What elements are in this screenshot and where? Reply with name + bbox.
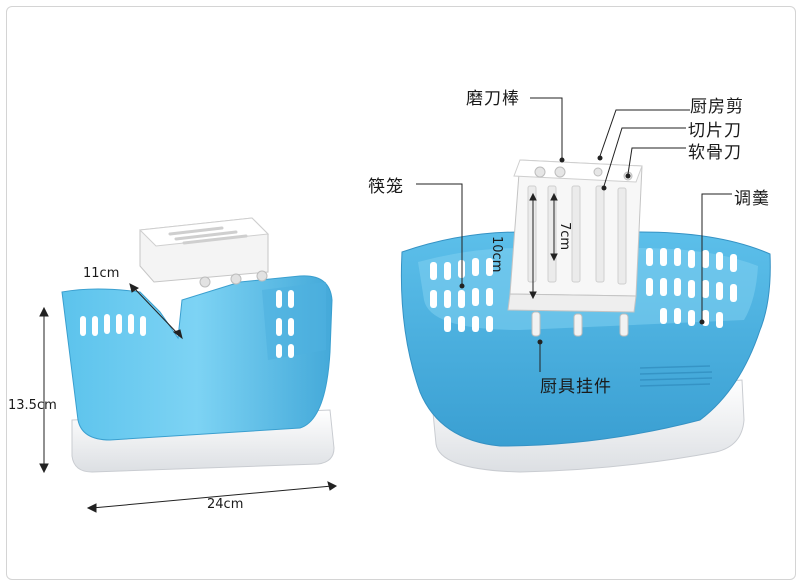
dimension-height: 13.5cm [8,398,57,413]
dimension-length: 24cm [207,497,244,512]
right-product [400,97,771,473]
label-slot-depth-7: 7cm [557,222,572,251]
left-product [39,217,337,513]
label-ladle: 调羹 [734,189,770,209]
label-slot-depth-10: 10cm [489,236,504,273]
label-kitchen-scissors: 厨房剪 [690,97,744,117]
label-slicing-knife: 切片刀 [688,121,742,141]
label-sharpening-rod: 磨刀棒 [466,89,520,109]
callout-leaders [416,97,732,372]
label-bone-knife: 软骨刀 [688,143,742,163]
left-dimension-lines [39,283,337,513]
dimension-top-width: 11cm [83,266,120,281]
label-chopsticks-cage: 筷笼 [368,177,404,197]
left-basket-slots [80,290,294,358]
right-basket-slots [430,248,737,332]
label-utensil-hooks: 厨具挂件 [540,377,612,397]
